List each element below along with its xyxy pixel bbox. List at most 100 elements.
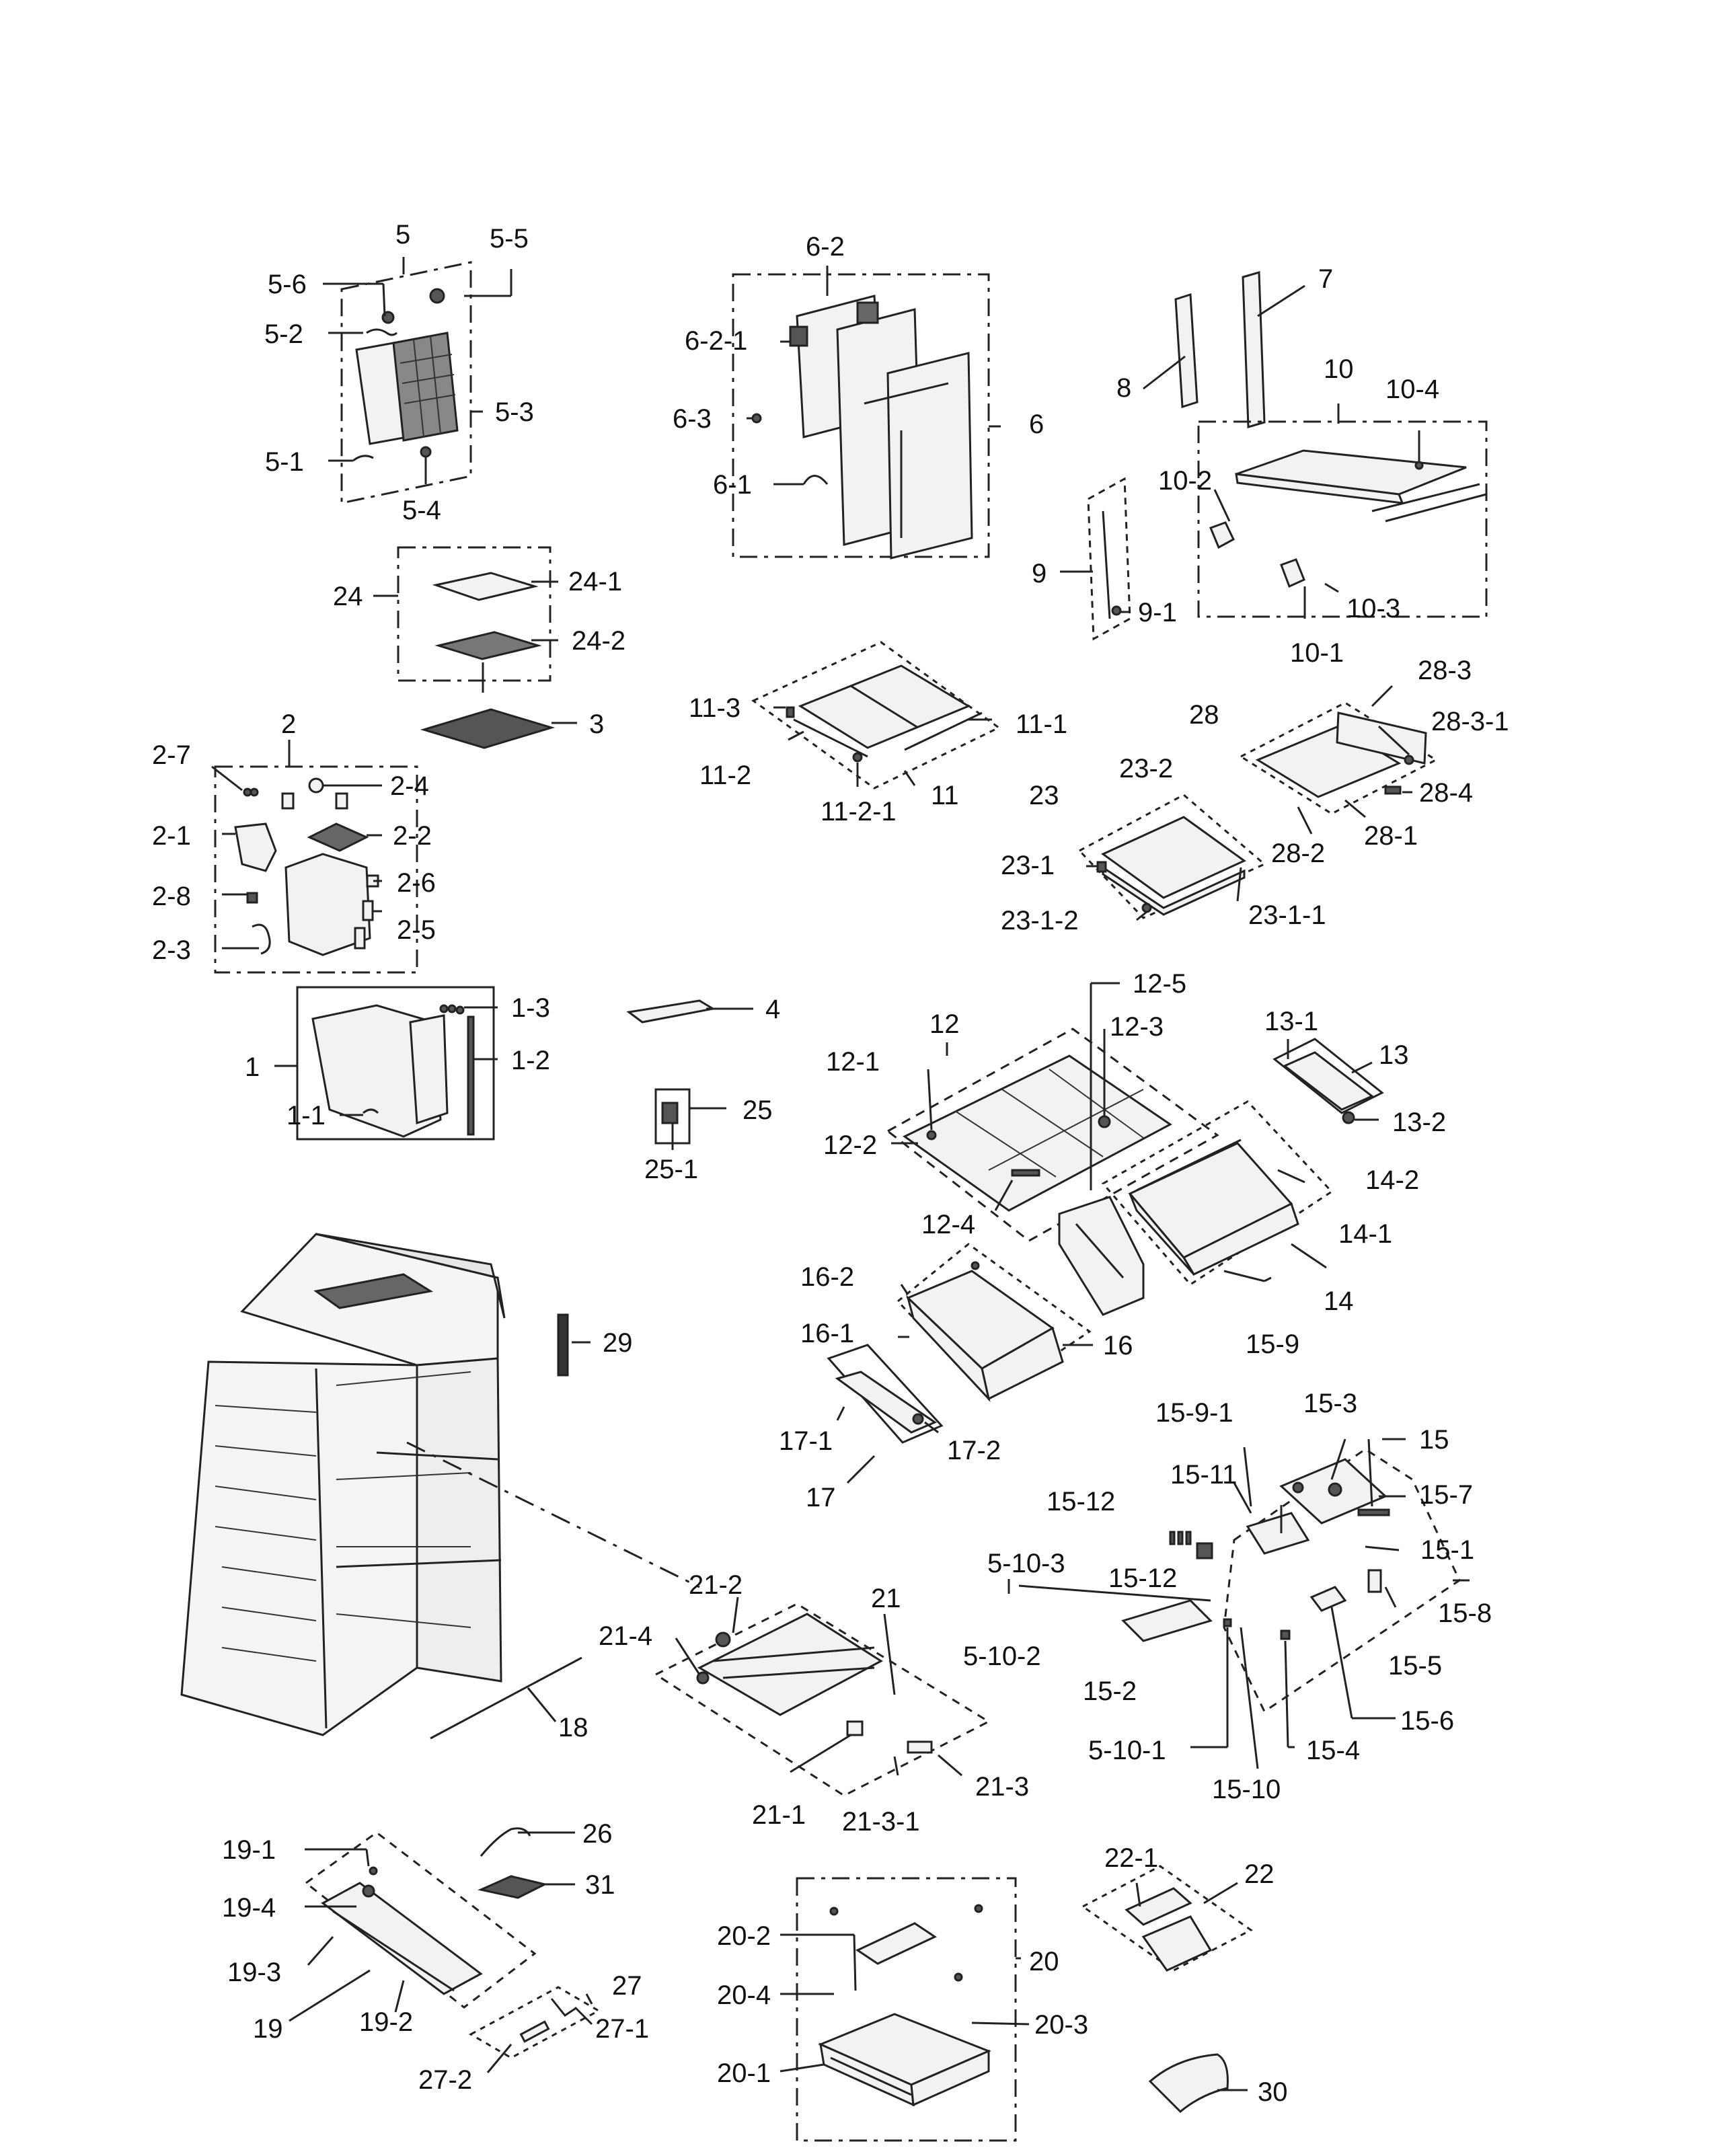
callout-5-6: 5-6 [268, 270, 307, 299]
callout-24: 24 [333, 582, 363, 611]
callout-12-2: 12-2 [823, 1130, 877, 1160]
part-30 [1148, 2053, 1248, 2114]
callout-23-1-1: 23-1-1 [1248, 900, 1326, 930]
part-group-1 [274, 986, 498, 1141]
callout-18: 18 [558, 1713, 588, 1742]
part-group-14 [1058, 1100, 1334, 1316]
callout-5-10-2: 5-10-2 [963, 1642, 1041, 1671]
callout-11: 11 [931, 781, 959, 810]
callout-22-1: 22-1 [1104, 1843, 1158, 1873]
part-group-23 [1077, 794, 1266, 921]
callout-17-2: 17-2 [947, 1436, 1001, 1465]
callout-15-8: 15-8 [1438, 1599, 1492, 1628]
callout-3: 3 [589, 709, 604, 739]
callout-16: 16 [1103, 1331, 1133, 1360]
callout-25-1: 25-1 [644, 1155, 698, 1184]
callout-12: 12 [929, 1009, 960, 1039]
callout-21-3-1: 21-3-1 [842, 1807, 920, 1837]
callout-10-1: 10-1 [1290, 638, 1344, 668]
callout-2-4: 2-4 [390, 771, 429, 801]
callout-2-1: 2-1 [152, 821, 191, 851]
callout-16-2: 16-2 [800, 1262, 854, 1292]
callout-5-3: 5-3 [495, 397, 534, 427]
callout-9: 9 [1032, 559, 1047, 588]
part-group-13 [1272, 1038, 1384, 1124]
callout-2-3: 2-3 [152, 935, 191, 965]
part-4-25 [626, 999, 753, 1150]
callout-2-2: 2-2 [393, 821, 432, 851]
callout-23-2: 23-2 [1119, 754, 1173, 783]
callout-10-4: 10-4 [1385, 375, 1439, 404]
callout-27: 27 [612, 1971, 642, 2001]
callout-22: 22 [1244, 1859, 1275, 1889]
callout-15-3: 15-3 [1303, 1389, 1357, 1418]
callout-21-1: 21-1 [752, 1800, 806, 1830]
callout-5: 5 [395, 220, 410, 249]
callout-11-2-1: 11-2-1 [821, 797, 897, 826]
callout-13-1: 13-1 [1264, 1007, 1318, 1036]
callout-5-10-1: 5-10-1 [1088, 1736, 1166, 1765]
callout-5-10-3: 5-10-3 [987, 1549, 1065, 1578]
callout-15-9: 15-9 [1246, 1330, 1299, 1359]
callout-1-1: 1-1 [287, 1101, 326, 1130]
callout-15-5: 15-5 [1388, 1651, 1442, 1681]
part-group-17 [827, 1344, 944, 1484]
callout-labels: 5 5-5 5-6 5-2 5-3 5-1 5-4 6-2 6-2-1 6-3 … [152, 220, 1509, 2107]
callout-21-2: 21-2 [689, 1570, 743, 1600]
callout-20-2: 20-2 [717, 1921, 771, 1951]
callout-28: 28 [1189, 700, 1219, 730]
callout-6-1: 6-1 [713, 470, 752, 500]
callout-6-2: 6-2 [806, 232, 845, 262]
callout-19: 19 [253, 2014, 283, 2044]
callout-21-3: 21-3 [975, 1772, 1029, 1802]
callout-23-1: 23-1 [1001, 851, 1055, 880]
part-group-5 [323, 257, 512, 504]
callout-23-1-2: 23-1-2 [1001, 906, 1079, 935]
callout-15-12-top: 15-12 [1047, 1487, 1115, 1516]
callout-15-1: 15-1 [1420, 1535, 1474, 1565]
callout-2-7: 2-7 [152, 740, 191, 770]
callout-13: 13 [1379, 1040, 1409, 1070]
callout-15-10: 15-10 [1212, 1775, 1281, 1804]
callout-6-2-1: 6-2-1 [685, 326, 747, 356]
callout-11-1: 11-1 [1016, 709, 1067, 739]
part-group-24 [373, 546, 577, 749]
part-group-22 [1081, 1865, 1253, 1972]
callout-12-5: 12-5 [1133, 969, 1186, 999]
callout-12-3: 12-3 [1110, 1012, 1164, 1042]
callout-30: 30 [1258, 2077, 1288, 2107]
callout-1-3: 1-3 [511, 993, 550, 1023]
part-group-15 [1007, 1438, 1470, 1769]
part-group-20 [780, 1877, 1030, 2142]
callout-5-4: 5-4 [402, 496, 441, 525]
callout-14: 14 [1324, 1286, 1354, 1316]
callout-14-1: 14-1 [1338, 1219, 1392, 1249]
callout-12-4: 12-4 [921, 1210, 975, 1239]
callout-21: 21 [871, 1584, 901, 1613]
callout-19-1: 19-1 [222, 1835, 276, 1865]
part-26-31 [478, 1827, 575, 1899]
callout-21-4: 21-4 [599, 1621, 652, 1651]
callout-24-2: 24-2 [572, 626, 625, 656]
callout-29: 29 [603, 1328, 633, 1358]
callout-20-3: 20-3 [1034, 2010, 1088, 2040]
callout-6: 6 [1029, 410, 1044, 439]
callout-24-1: 24-1 [568, 567, 622, 596]
part-7-8 [1143, 271, 1305, 428]
callout-23: 23 [1029, 781, 1059, 810]
callout-20-4: 20-4 [717, 1980, 771, 2010]
callout-11-3: 11-3 [689, 693, 740, 723]
callout-10: 10 [1324, 354, 1354, 384]
part-18 [430, 1656, 582, 1740]
callout-9-1: 9-1 [1138, 598, 1177, 627]
part-29 [557, 1313, 591, 1377]
cabinet-assembly [180, 1233, 506, 1736]
callout-17-1: 17-1 [779, 1426, 833, 1456]
callout-15-4: 15-4 [1306, 1736, 1360, 1765]
callout-13-2: 13-2 [1392, 1108, 1446, 1137]
callout-16-1: 16-1 [800, 1319, 854, 1348]
callout-17: 17 [806, 1483, 836, 1512]
callout-28-1: 28-1 [1364, 821, 1418, 851]
part-group-27 [468, 1986, 601, 2073]
